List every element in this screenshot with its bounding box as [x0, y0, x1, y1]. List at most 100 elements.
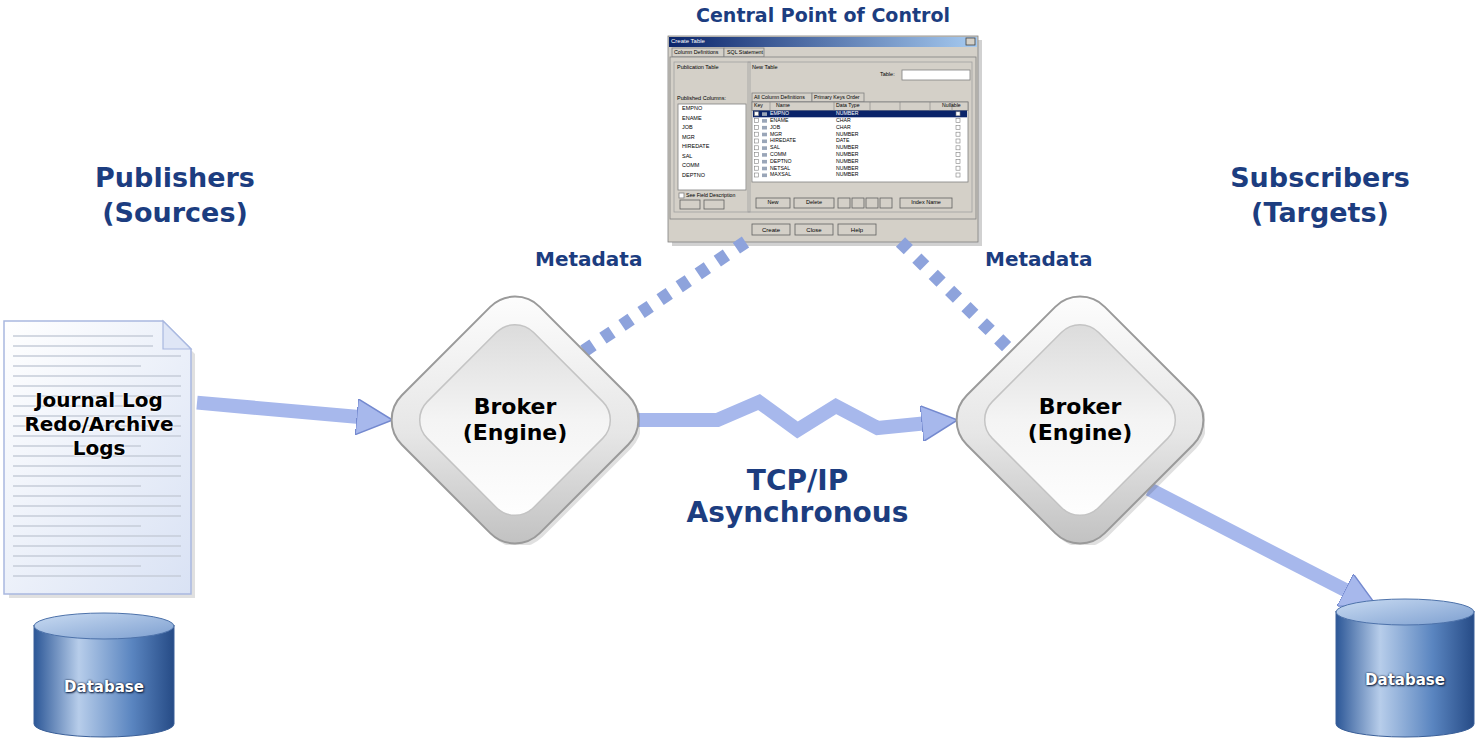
- screen-text: NUMBER: [836, 172, 858, 177]
- screen-text: COMM: [682, 163, 699, 169]
- node-text: Journal Log Redo/Archive Logs: [13, 388, 185, 460]
- screen-text: Delete: [806, 200, 822, 206]
- grid-rule: [930, 102, 931, 111]
- metadata-label: Metadata: [985, 248, 1092, 271]
- button: [756, 198, 790, 208]
- row-highlight: [753, 111, 967, 118]
- grid-checkbox: [755, 146, 759, 150]
- grid-checkbox: [956, 146, 960, 150]
- screen-text: NUMBER: [836, 111, 858, 116]
- screen-text: Close: [806, 227, 821, 233]
- screen-text: Table:: [880, 72, 895, 78]
- tab: [672, 48, 724, 57]
- group-box: [674, 62, 750, 212]
- screen-text: Publication Table: [677, 65, 718, 71]
- screen-text: CHAR: [836, 125, 851, 130]
- shape-outline: [1335, 598, 1475, 738]
- document-text-lines: [13, 555, 181, 557]
- diamond-outer: [390, 295, 640, 545]
- button: [704, 200, 724, 209]
- grid-checkbox: [956, 139, 960, 143]
- grid-checkbox: [956, 153, 960, 157]
- button: [852, 198, 864, 208]
- list-box: [678, 104, 746, 190]
- close-button: [966, 38, 975, 45]
- cylinder-body: [1336, 611, 1474, 737]
- screen-text: New: [767, 200, 778, 206]
- screen-text: NUMBER: [836, 166, 858, 171]
- grid-checkbox: [956, 159, 960, 163]
- database-cylinder: Database: [1335, 598, 1475, 738]
- screen-text: Index Name: [911, 200, 941, 206]
- text-input: [902, 70, 970, 80]
- diamond-shadow: [390, 295, 640, 545]
- grid-icon: [762, 167, 767, 171]
- node-text: Database: [1365, 671, 1445, 689]
- screen-text: NUMBER: [836, 145, 858, 150]
- screen-text: Key: [754, 103, 763, 108]
- document-text-lines: [13, 355, 181, 357]
- grid-icon: [762, 112, 767, 116]
- grid-icon: [762, 146, 767, 150]
- tab: [752, 93, 812, 102]
- screen-text: JOB: [682, 125, 693, 131]
- screen-text: EMPNO: [682, 106, 702, 112]
- grid-checkbox: [956, 119, 960, 123]
- grid-icon: [762, 140, 767, 144]
- document-text-lines: [13, 335, 153, 337]
- group-heading: Publishers (Sources): [55, 160, 295, 230]
- screen-text: COMM: [770, 152, 786, 157]
- button: [752, 224, 790, 235]
- screen-text: Create Table: [671, 38, 705, 44]
- edge-label: TCP/IP Asynchronous: [668, 465, 928, 529]
- grid-rule: [870, 102, 871, 111]
- button: [794, 198, 834, 208]
- document-page: [4, 321, 191, 594]
- document-text-lines: [13, 475, 181, 477]
- screen-text: MGR: [770, 132, 782, 137]
- grid-checkbox: [755, 153, 759, 157]
- grid-checkbox: [755, 139, 759, 143]
- cylinder-top: [34, 613, 174, 639]
- screen-text: Published Columns:: [677, 96, 726, 102]
- grid-rule: [834, 102, 835, 111]
- group-box: [748, 62, 972, 212]
- document-text-lines: [13, 565, 141, 567]
- document-fold: [163, 321, 191, 349]
- screen-text: SAL: [770, 145, 780, 150]
- flow-arrow: [197, 403, 371, 418]
- diamond-inner: [974, 314, 1186, 526]
- tab-panel: [670, 57, 976, 219]
- screen-text: Help: [851, 227, 863, 233]
- document-text-lines: [13, 495, 181, 497]
- document-text-lines: [13, 365, 141, 367]
- grid-rule: [770, 102, 771, 111]
- screen-text: Data Type: [836, 103, 860, 108]
- grid-header: [752, 102, 968, 111]
- tab: [812, 93, 864, 102]
- grid-icon: [762, 153, 767, 157]
- button: [680, 200, 700, 209]
- screen-text: NUMBER: [836, 152, 858, 157]
- broker-diamond: Broker (Engine): [955, 295, 1205, 545]
- grid-icon: [762, 160, 767, 164]
- checkbox: [679, 193, 684, 198]
- document-text-lines: [13, 505, 181, 507]
- document-text-lines: [13, 525, 141, 527]
- screen-text: SAL: [682, 154, 692, 160]
- grid-checkbox: [755, 119, 759, 123]
- screen-text: See Field Description: [686, 193, 735, 198]
- document-text-lines: [13, 575, 181, 577]
- grid-checkbox: [755, 159, 759, 163]
- log-document: Journal Log Redo/Archive Logs: [1, 318, 197, 600]
- screen-text: MGR: [682, 135, 695, 141]
- tab: [724, 48, 764, 57]
- screen-text: HIREDATE: [682, 144, 709, 150]
- screen-text: NETSAL: [770, 166, 790, 171]
- diamond-inner: [409, 314, 621, 526]
- screen-text: DATE: [836, 138, 849, 143]
- document-text-lines: [13, 545, 181, 547]
- screen-text: ENAME: [770, 118, 788, 123]
